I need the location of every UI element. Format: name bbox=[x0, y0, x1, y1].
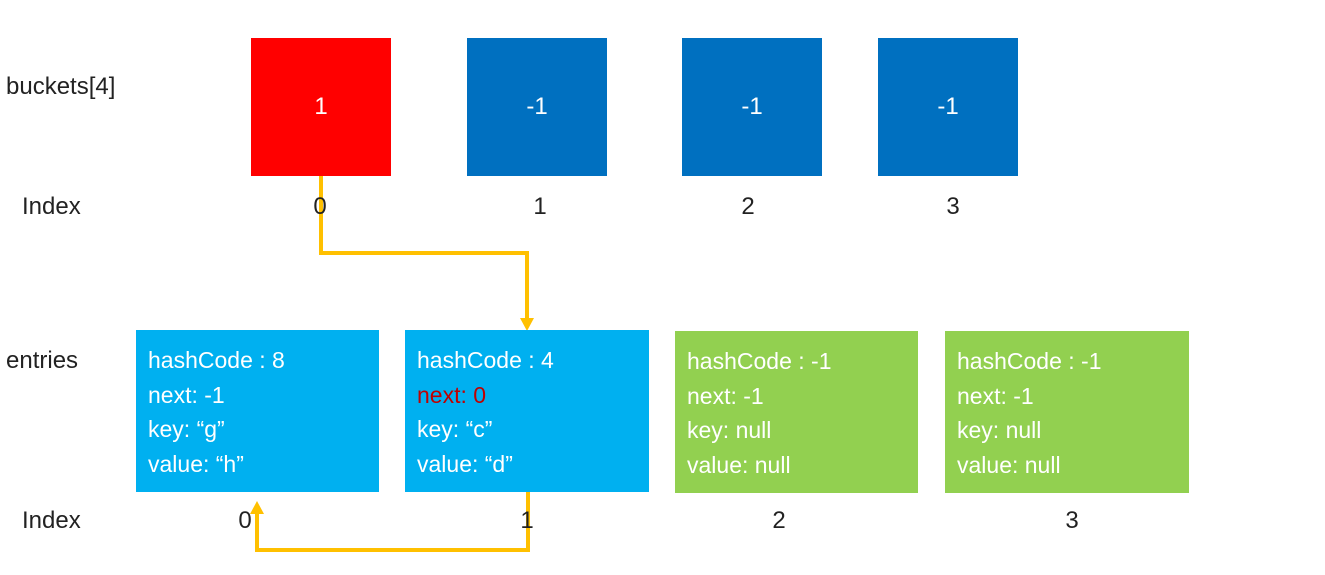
bucket-value: -1 bbox=[937, 93, 959, 120]
entry-value: value: null bbox=[957, 451, 1061, 478]
entry-index-label: Index bbox=[22, 507, 81, 534]
entry-key: key: “g” bbox=[148, 416, 225, 442]
bucket-index-2: 2 bbox=[741, 193, 755, 220]
entry-hashcode: hashCode : -1 bbox=[957, 348, 1102, 374]
entry1-to-entry0-arrow bbox=[255, 491, 530, 552]
bucket-cell-0: 1 bbox=[251, 38, 391, 176]
entry-index-0: 0 bbox=[238, 507, 252, 534]
entry-card-0: hashCode : 8 next: -1 key: “g” value: “h… bbox=[136, 330, 379, 492]
entry-next: next: -1 bbox=[957, 382, 1034, 409]
bucket0-to-entry1-arrow bbox=[319, 175, 529, 320]
bucket-index-label: Index bbox=[22, 193, 81, 220]
entries-label: entries bbox=[6, 347, 79, 374]
entry-hashcode: hashCode : 4 bbox=[417, 347, 554, 373]
entry-card-3: hashCode : -1 next: -1 key: null value: … bbox=[945, 331, 1189, 493]
bucket-index-3: 3 bbox=[946, 193, 960, 220]
bucket-index-0: 0 bbox=[313, 193, 327, 220]
entry-next: next: -1 bbox=[687, 382, 764, 409]
entry-value: value: “h” bbox=[148, 450, 244, 477]
bucket-value: -1 bbox=[526, 93, 548, 120]
bucket-cell-3: -1 bbox=[878, 38, 1018, 176]
entry-index-2: 2 bbox=[772, 507, 786, 534]
entry-next: next: -1 bbox=[148, 381, 225, 408]
buckets-label: buckets[4] bbox=[6, 73, 116, 100]
bucket-cell-2: -1 bbox=[682, 38, 822, 176]
entry-value: value: “d” bbox=[417, 450, 513, 477]
entry-index-1: 1 bbox=[520, 507, 534, 534]
entry-card-1: hashCode : 4 next: 0 key: “c” value: “d” bbox=[405, 330, 649, 492]
entry-hashcode: hashCode : 8 bbox=[148, 347, 285, 373]
bucket-value: -1 bbox=[741, 93, 763, 120]
entry-index-3: 3 bbox=[1065, 507, 1079, 534]
entry-value: value: null bbox=[687, 451, 791, 478]
entry-card-2: hashCode : -1 next: -1 key: null value: … bbox=[675, 331, 918, 493]
entry-key: key: “c” bbox=[417, 416, 493, 442]
bucket0-to-entry1-arrowhead bbox=[520, 318, 534, 331]
bucket-index-1: 1 bbox=[533, 193, 547, 220]
entry-next-highlighted: next: 0 bbox=[417, 381, 487, 408]
entry-hashcode: hashCode : -1 bbox=[687, 348, 832, 374]
entry-key: key: null bbox=[687, 417, 772, 443]
entry1-to-entry0-arrowhead bbox=[250, 501, 264, 514]
bucket-value: 1 bbox=[314, 93, 328, 120]
entry-key: key: null bbox=[957, 417, 1042, 443]
bucket-cell-1: -1 bbox=[467, 38, 607, 176]
